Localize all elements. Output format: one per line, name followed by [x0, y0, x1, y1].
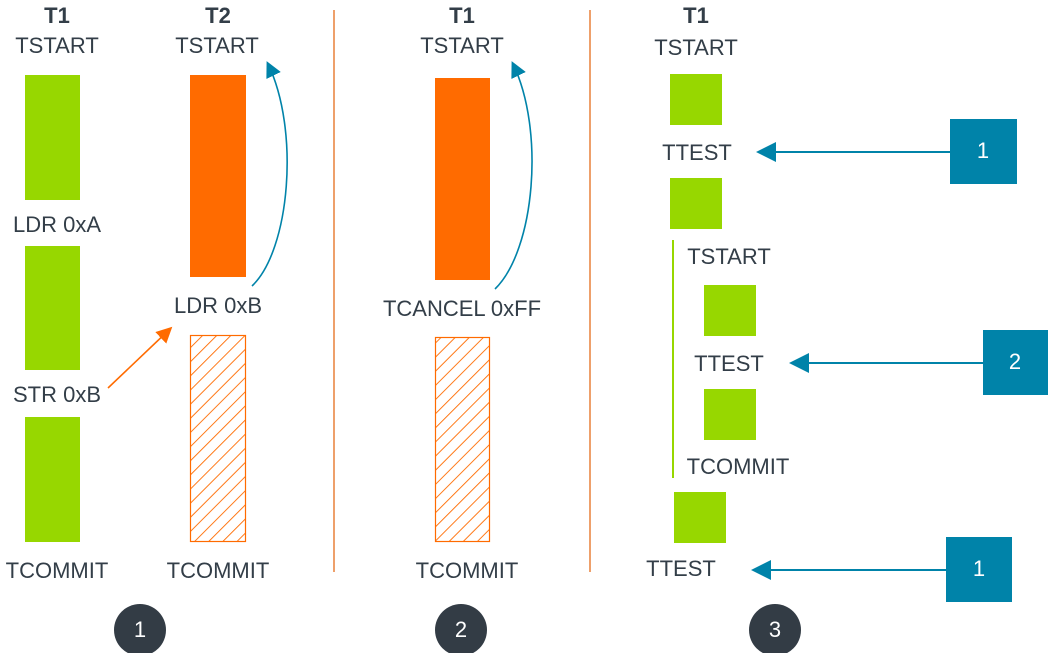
p3-inner-ttest-label: TTEST: [694, 351, 764, 376]
t2-aborted-block: [189, 334, 247, 543]
t1-str-label: STR 0xB: [13, 382, 101, 407]
p3-tstart-label: TSTART: [654, 35, 738, 60]
t1-tcommit-label: TCOMMIT: [6, 558, 109, 583]
cancel-return-arrow: [494, 61, 533, 290]
panel-3: T1 TSTART TTEST TSTART TTEST TCOMMIT TTE…: [646, 3, 1048, 653]
depth-box-label: 1: [977, 138, 989, 163]
t1-block: [25, 246, 80, 370]
p2-tcommit-label: TCOMMIT: [416, 558, 519, 583]
p3-inner-tcommit-label: TCOMMIT: [687, 454, 790, 479]
p3-inner-block: [704, 285, 756, 336]
conflict-arrow: [107, 326, 173, 389]
depth-box: [946, 537, 1012, 602]
t2-header: T2: [205, 3, 231, 28]
p3-ttest-label: TTEST: [662, 140, 732, 165]
t2-tstart-label: TSTART: [175, 33, 259, 58]
p2-cancelled-block: [434, 336, 491, 543]
abort-return-arrow: [251, 61, 288, 287]
step-badge-1: [114, 604, 166, 653]
p3-block: [670, 74, 722, 125]
p2-tcancel-label: TCANCEL 0xFF: [383, 296, 541, 321]
depth-box-label: 2: [1009, 349, 1021, 374]
step-badge-3: [749, 604, 801, 653]
t1-block: [25, 417, 80, 542]
step-badge-2: [435, 604, 487, 653]
step-badge-2-label: 2: [455, 617, 467, 642]
t2-tcommit-label: TCOMMIT: [167, 558, 270, 583]
depth-box: [950, 119, 1017, 184]
step-badge-1-label: 1: [134, 617, 146, 642]
t1-ldr-label: LDR 0xA: [13, 212, 101, 237]
panel-2: T1 TSTART TCANCEL 0xFF TCOMMIT 2: [383, 3, 541, 653]
depth-box: [983, 330, 1048, 395]
t1-tstart-label: TSTART: [15, 33, 99, 58]
p3-block: [674, 492, 726, 543]
p2-header: T1: [449, 3, 475, 28]
p3-header: T1: [683, 3, 709, 28]
p2-block: [435, 78, 490, 280]
p3-inner-tstart-label: TSTART: [687, 244, 771, 269]
t2-block: [190, 75, 246, 277]
p2-tstart-label: TSTART: [420, 33, 504, 58]
p3-block: [670, 178, 722, 229]
p3-ttest2-label: TTEST: [646, 556, 716, 581]
p3-inner-block: [704, 389, 756, 440]
step-badge-3-label: 3: [769, 617, 781, 642]
depth-box-label: 1: [973, 556, 985, 581]
t1-block: [25, 75, 80, 200]
t2-ldr-label: LDR 0xB: [174, 293, 262, 318]
t1-header: T1: [44, 3, 70, 28]
panel-1: T1 TSTART LDR 0xA STR 0xB TCOMMIT T2 TST…: [6, 3, 288, 653]
